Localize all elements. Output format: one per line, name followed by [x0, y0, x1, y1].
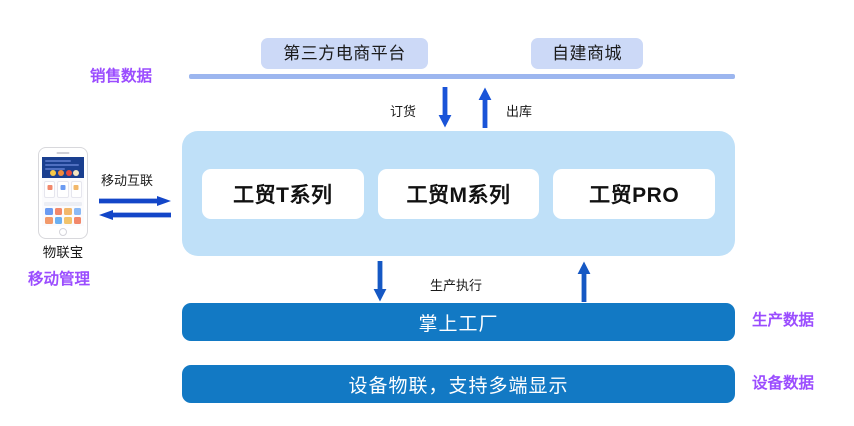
channel-tag-third-party-ecommerce[interactable]: 第三方电商平台: [261, 38, 428, 69]
flow-label-production-execution: 生产执行: [430, 278, 483, 293]
channel-tag-self-built-mall[interactable]: 自建商城: [531, 38, 643, 69]
phone-app-banner: [42, 157, 84, 178]
flow-label-mobile-internet: 移动互联: [101, 173, 154, 188]
flow-label-outbound: 出库: [506, 104, 533, 119]
phone-tab-bar: [42, 224, 84, 226]
layer-bar-palm-factory[interactable]: 掌上工厂: [182, 303, 735, 341]
arrow-right-mobile-icon: [99, 193, 171, 206]
phone-home-button: [59, 227, 67, 236]
product-card-row: 工贸T系列 工贸M系列 工贸PRO: [182, 131, 735, 256]
phone-body: [38, 147, 88, 239]
side-label-device-data: 设备数据: [752, 375, 815, 392]
sales-channel-divider: [189, 74, 735, 79]
banner-dot-orange: [58, 170, 64, 176]
arrow-up-outbound-icon: [478, 87, 492, 128]
banner-dot-yellow: [50, 170, 56, 176]
arrow-down-order-icon: [438, 87, 452, 128]
layer-bar-device-iot[interactable]: 设备物联，支持多端显示: [182, 365, 735, 403]
side-label-sales-data: 销售数据: [90, 68, 153, 85]
mobile-device-label: 物联宝: [42, 245, 84, 260]
arrow-up-production-icon: [577, 261, 591, 302]
phone-screen: [42, 157, 84, 226]
arrow-down-production-icon: [373, 261, 387, 302]
phone-section-divider: [44, 202, 82, 206]
product-card-gongmao-m[interactable]: 工贸M系列: [377, 168, 540, 219]
phone-icon-grid-row-2: [42, 217, 84, 224]
mobile-phone-mockup: [38, 147, 88, 239]
phone-speaker: [56, 152, 70, 154]
banner-dot-red: [66, 170, 72, 176]
flow-label-order: 订货: [390, 104, 417, 119]
banner-dot-cream: [73, 170, 79, 176]
phone-feature-card: [57, 181, 69, 198]
arrow-left-mobile-icon: [99, 207, 171, 220]
product-card-gongmao-pro[interactable]: 工贸PRO: [553, 168, 716, 219]
phone-feature-cards: [42, 178, 84, 201]
product-suite-panel: 工贸T系列 工贸M系列 工贸PRO: [182, 131, 735, 256]
phone-feature-card: [70, 181, 82, 198]
side-label-production-data: 生产数据: [752, 312, 815, 329]
phone-feature-card: [44, 181, 56, 198]
side-label-mobile-management: 移动管理: [28, 271, 91, 288]
product-card-gongmao-t[interactable]: 工贸T系列: [202, 168, 364, 219]
phone-icon-grid-row-1: [42, 208, 84, 215]
